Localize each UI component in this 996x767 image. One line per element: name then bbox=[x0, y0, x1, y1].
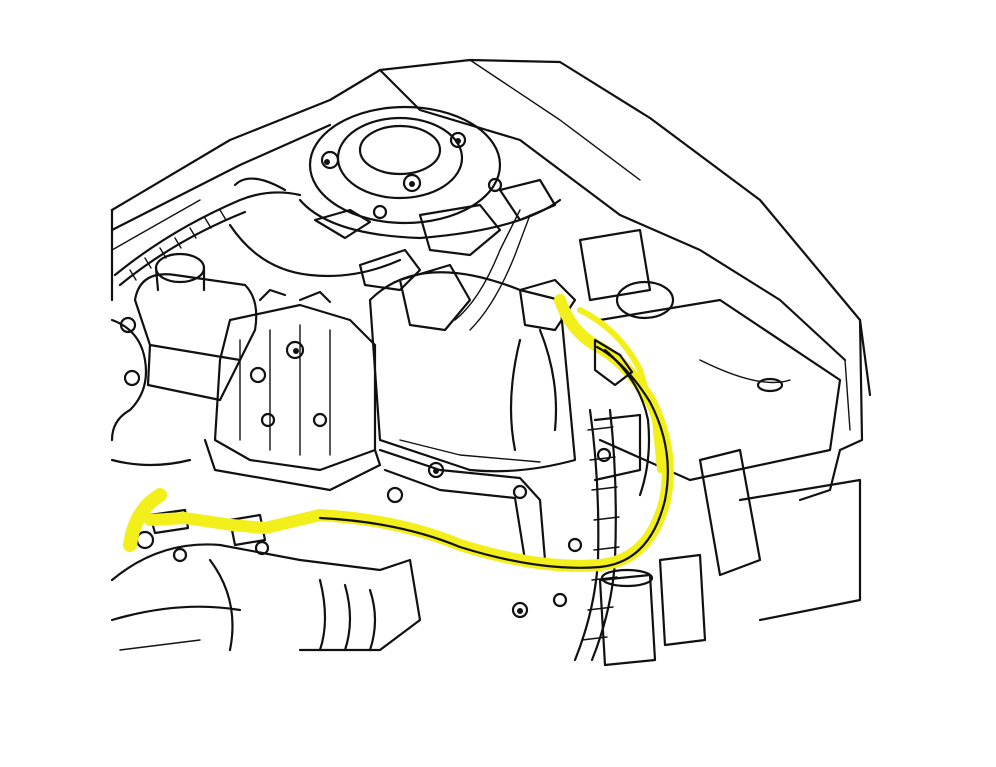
cowl-panel bbox=[110, 68, 382, 302]
strut-tower bbox=[298, 105, 562, 240]
transaxle bbox=[110, 530, 422, 652]
battery-tray bbox=[578, 228, 842, 482]
lower-harness bbox=[567, 408, 642, 662]
manifold-area bbox=[110, 316, 192, 467]
lower-right-components bbox=[511, 448, 862, 667]
brake-lines bbox=[378, 439, 547, 562]
sensor-connectors bbox=[228, 178, 577, 332]
cowl-harness bbox=[113, 177, 302, 287]
highlighted-wire bbox=[123, 294, 674, 572]
master-cylinder-reservoir bbox=[133, 252, 258, 402]
hood-outline bbox=[378, 58, 872, 502]
abs-unit bbox=[203, 288, 382, 492]
fasteners bbox=[293, 138, 523, 614]
